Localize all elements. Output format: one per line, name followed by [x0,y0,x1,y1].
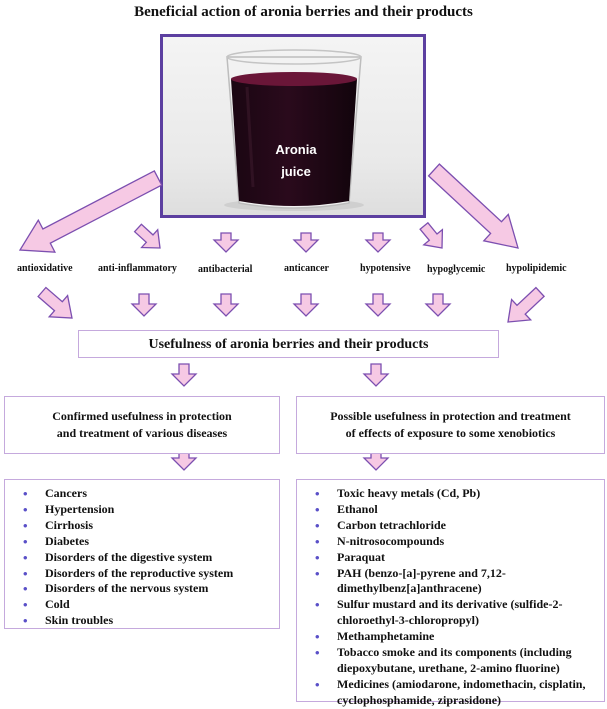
arrow-antioxidative-down [37,286,73,319]
arrow-hypolipidemic-down [507,286,546,323]
effect-antioxidative: antioxidative [17,263,73,274]
list-item: Tobacco smoke and its components (includ… [315,645,586,677]
arrow-to-anticancer [292,232,320,253]
list-item: Diabetes [23,534,275,550]
arrow-hypoglycemic-down [424,293,452,317]
arrow-to-hypoglycemic [419,221,444,249]
effect-anti-inflammatory: anti-inflammatory [98,263,177,274]
heading-line: Possible usefulness in protection and tr… [330,409,571,423]
list-item: Cirrhosis [23,518,275,534]
diseases-list-box: Cancers Hypertension Cirrhosis Diabetes … [4,479,280,629]
list-item: Disorders of the digestive system [23,550,275,566]
heading-line: of effects of exposure to some xenobioti… [345,426,556,440]
effect-anticancer: anticancer [284,263,329,274]
effect-hypoglycemic: hypoglycemic [427,264,486,275]
xenobiotics-list-box: Toxic heavy metals (Cd, Pb) Ethanol Carb… [296,479,605,707]
list-item: Cold [23,597,275,613]
list-item: Carbon tetrachloride [315,518,586,534]
list-item: Cancers [23,486,275,502]
confirmed-usefulness-box: Confirmed usefulness in protection and t… [4,396,280,454]
list-item: N-nitrosocompounds [315,534,586,550]
arrow-long-right [427,163,519,249]
list-item: Paraquat [315,550,586,566]
arrow-anti-inflammatory-down [130,293,158,317]
list-item: Sulfur mustard and its derivative (sulfi… [315,597,586,629]
arrow-to-hypotensive [364,232,392,253]
photo-caption: Aronia juice [253,139,339,183]
list-item: Disorders of the nervous system [23,581,275,597]
caption-line: juice [281,164,311,179]
effect-hypotensive: hypotensive [360,263,411,274]
list-item: Hypertension [23,502,275,518]
list-item: PAH (benzo-[a]-pyrene and 7,12-dimethylb… [315,566,586,598]
possible-usefulness-box: Possible usefulness in protection and tr… [296,396,605,454]
list-item: Toxic heavy metals (Cd, Pb) [315,486,586,502]
arrow-to-possible [362,363,390,387]
usefulness-box: Usefulness of aronia berries and their p… [78,330,499,358]
effect-hypolipidemic: hypolipidemic [506,263,567,274]
list-item: Disorders of the reproductive system [23,566,275,582]
arrow-to-confirmed [170,363,198,387]
list-item: Skin troubles [23,613,275,629]
aronia-juice-photo: Aronia juice [160,34,426,218]
arrow-to-anti-inflammatory [133,223,161,249]
diagram-title: Beneficial action of aronia berries and … [134,4,473,20]
heading-line: Confirmed usefulness in protection [52,409,232,423]
arrow-anticancer-down [292,293,320,317]
effect-antibacterial: antibacterial [198,264,253,275]
caption-line: Aronia [275,142,317,157]
xenobiotics-list: Toxic heavy metals (Cd, Pb) Ethanol Carb… [297,480,604,709]
arrow-antibacterial-down [212,293,240,317]
arrow-to-antibacterial [212,232,240,253]
list-item: Ethanol [315,502,586,518]
diseases-list: Cancers Hypertension Cirrhosis Diabetes … [5,480,279,629]
arrow-long-left [18,170,163,253]
heading-line: and treatment of various diseases [56,426,228,440]
list-item: Methamphetamine [315,629,586,645]
arrow-hypotensive-down [364,293,392,317]
juice-glass-icon [224,49,364,211]
list-item: Medicines (amiodarone, indomethacin, cis… [315,677,586,709]
